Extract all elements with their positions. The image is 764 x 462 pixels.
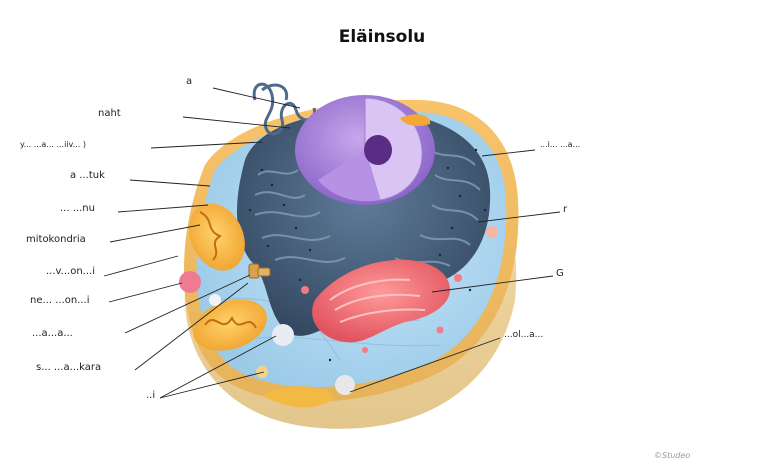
vesicle xyxy=(209,294,221,306)
vesicle xyxy=(335,375,355,395)
label-left-8: ne... ...on...i xyxy=(30,295,90,306)
label-left-5: ... ...nu xyxy=(60,203,95,214)
label-right-3: G xyxy=(556,268,564,279)
copyright-credit: ©Studeo xyxy=(654,451,690,460)
label-left-7: ...v...on...i xyxy=(46,266,95,277)
vesicle xyxy=(486,226,498,238)
lysosome xyxy=(179,271,201,293)
label-mitochondria: mitokondria xyxy=(26,234,86,245)
label-left-11: ..i xyxy=(146,390,155,401)
label-left-3: y... ...a... ...iiv... ) xyxy=(20,140,86,149)
label-right-2: r xyxy=(563,204,567,215)
peroxisome xyxy=(256,366,268,378)
nucleolus xyxy=(364,135,392,165)
label-left-4: a ...tuk xyxy=(70,170,105,181)
label-left-10: s... ...a...kara xyxy=(36,362,101,373)
label-left-9: ...a...a... xyxy=(32,328,73,339)
label-right-4: ...ol...a... xyxy=(504,330,543,340)
label-left-1: a xyxy=(186,76,192,87)
label-left-2: naht xyxy=(98,108,121,119)
label-right-1: ...i... ...a... xyxy=(540,140,580,149)
vesicle xyxy=(272,324,294,346)
